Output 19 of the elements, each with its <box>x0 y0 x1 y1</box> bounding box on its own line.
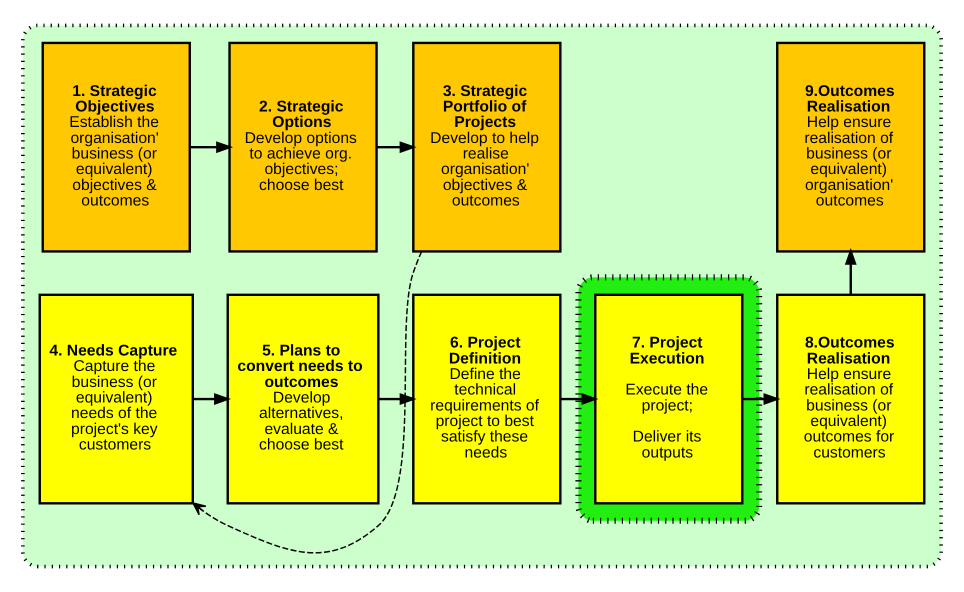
node-box: 7. Project Execution Execute the project; Deliver its outputs <box>594 294 744 504</box>
node-box: 1. Strategic Objectives Establish the organisation' business (or equivalent) objectives & outcomes <box>42 42 191 253</box>
arrow <box>192 251 422 554</box>
arrow <box>378 393 417 405</box>
cluster <box>575 274 762 524</box>
cluster <box>21 24 943 568</box>
node-box: 4. Needs Capture Capture the business (or equivalent) needs of the project's key customers <box>38 294 194 504</box>
arrow <box>742 393 780 405</box>
node-box: 2. Strategic Options Develop options to achieve org. objectives; choose best <box>228 42 378 253</box>
node-box: 9.Outcomes Realisation Help ensure realisation of business (or equivalent) organisation' outcomes <box>776 42 926 253</box>
node-box: 6. Project Definition Define the technical requirements of project to best satisfy these needs <box>412 294 562 504</box>
arrow <box>192 393 231 405</box>
arrow <box>376 141 417 154</box>
arrow <box>560 393 598 405</box>
node-box: 3. Strategic Portfolio of Projects Develop to help realise organisation' objectives & outcomes <box>412 42 562 253</box>
node-box: 8.Outcomes Realisation Help ensure realisation of business (or equivalent) outcomes for customers <box>776 294 926 504</box>
arrow <box>190 141 234 154</box>
arrow <box>844 248 857 295</box>
node-box: 5. Plans to convert needs to outcomes Develop alternatives, evaluate & choose best <box>226 294 380 504</box>
